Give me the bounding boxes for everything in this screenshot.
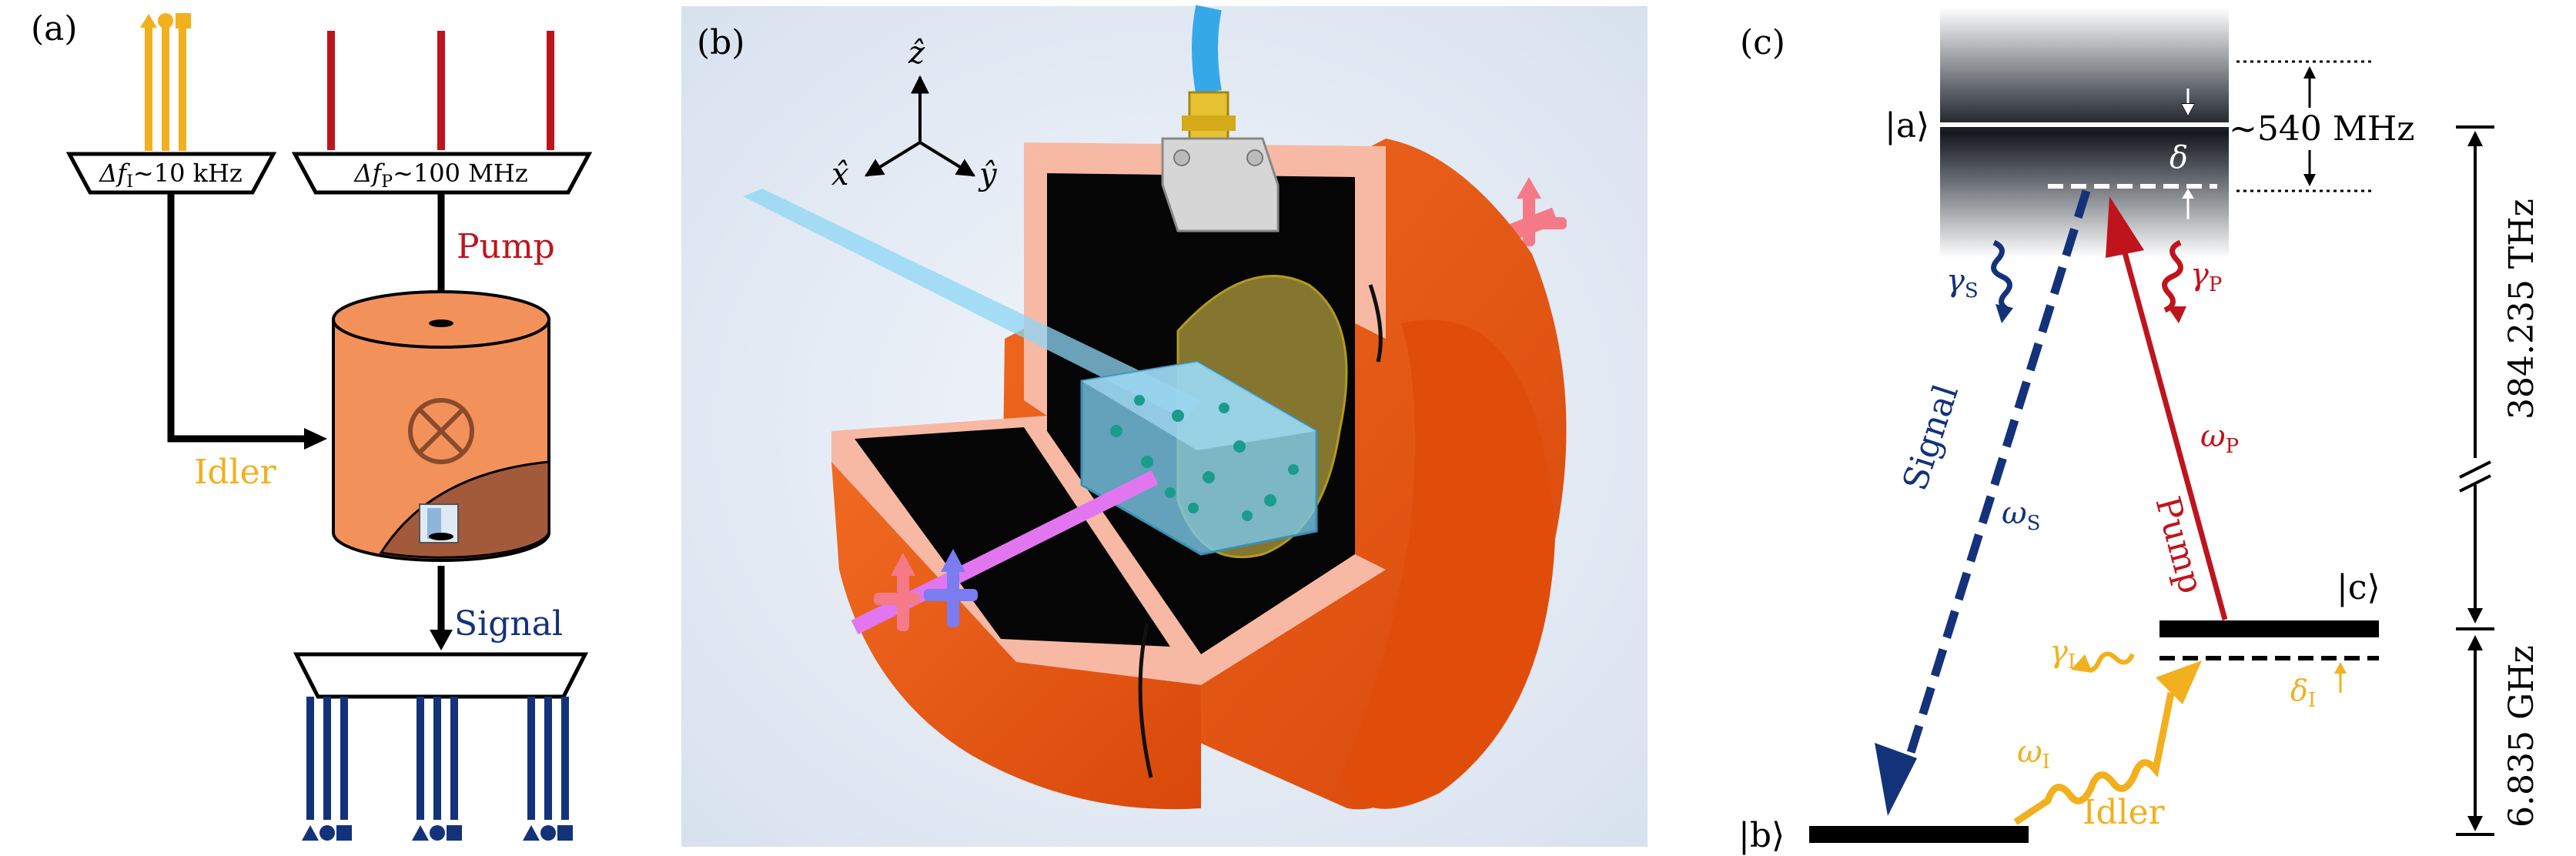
- state-c-label: |c⟩: [2337, 568, 2380, 607]
- coax-connector: [1161, 5, 1280, 232]
- axes-triad: [864, 75, 976, 177]
- level-b: [1809, 826, 2029, 843]
- control-beam: [743, 189, 1201, 420]
- pump-transition: [2118, 238, 2228, 620]
- pump-input-lines: [327, 31, 554, 150]
- panel-a-label: (a): [31, 9, 78, 48]
- idler-path: [167, 192, 308, 443]
- vapor-cell: [1080, 360, 1318, 556]
- gamma-i-label: γI: [2049, 634, 2076, 674]
- mixing-circle-icon: [408, 398, 474, 464]
- idler-input-lines: [140, 13, 191, 151]
- cylinder-cavity: [332, 290, 550, 562]
- panel-b: (b) ẑ x̂ ŷ: [681, 5, 1648, 847]
- panel-b-label: (b): [697, 23, 745, 62]
- gamma-p-decay: [2162, 239, 2183, 313]
- gamma-s-label: γS: [1946, 263, 1979, 303]
- gamma-i-decay: [2079, 651, 2135, 673]
- signal-transition-label: Signal: [1895, 380, 1966, 496]
- axis-y-label: ŷ: [978, 157, 998, 192]
- delta-i-label: δI: [2290, 674, 2316, 712]
- signal-filter: [293, 652, 589, 699]
- polarization-arrows-front: [874, 549, 978, 631]
- axis-x-label: x̂: [831, 157, 849, 192]
- state-a-label: |a⟩: [1885, 106, 1929, 145]
- idler-transition-label: Idler: [2083, 793, 2166, 832]
- polarization-arrows-back: [1517, 177, 1567, 246]
- panel-c: (c) |a⟩ δ ∼540 MHz |b⟩ |c⟩ Signal ωS: [1738, 8, 2541, 855]
- omega-s-label: ωS: [2002, 496, 2040, 535]
- triangle-icon: [140, 14, 157, 28]
- pump-filter-label: ΔfP∼100 MHz: [353, 159, 527, 192]
- square-icon: [176, 13, 191, 28]
- hyperfine-frequency-label: 6.835 GHz: [2502, 645, 2541, 828]
- level-c: [2159, 620, 2379, 637]
- optical-frequency-label: 384.235 THz: [2502, 199, 2541, 420]
- linewidth-label: ∼540 MHz: [2229, 109, 2414, 149]
- signal-transition: [1901, 189, 2091, 771]
- circle-icon: [158, 13, 173, 28]
- excited-band: [1940, 8, 2229, 258]
- panel-a: (a) ΔfI∼10 kHz ΔfP∼100 MHz Pump: [31, 9, 593, 841]
- pump-filter: [291, 152, 593, 195]
- omega-i-label: ωI: [2017, 734, 2050, 774]
- cavity-wall-top: [1024, 142, 1386, 339]
- signal-output-lines: [302, 697, 573, 841]
- pump-transition-label: Pump: [2147, 493, 2210, 598]
- omega-p-label: ωP: [2200, 419, 2239, 458]
- gamma-s-decay: [1991, 239, 2012, 313]
- axis-z-label: ẑ: [908, 35, 925, 71]
- idler-filter-label: ΔfI∼10 kHz: [98, 159, 243, 192]
- signal-label: Signal: [454, 604, 563, 644]
- idler-label: Idler: [194, 453, 277, 492]
- state-b-label: |b⟩: [1738, 816, 1785, 855]
- idler-transition: [2013, 692, 2175, 825]
- gamma-p-label: γP: [2190, 257, 2222, 296]
- pump-label: Pump: [457, 227, 555, 266]
- idler-filter: [65, 152, 277, 195]
- delta-label: δ: [2170, 140, 2188, 176]
- coax-cable: [1192, 5, 1222, 95]
- panel-c-label: (c): [1740, 23, 1785, 62]
